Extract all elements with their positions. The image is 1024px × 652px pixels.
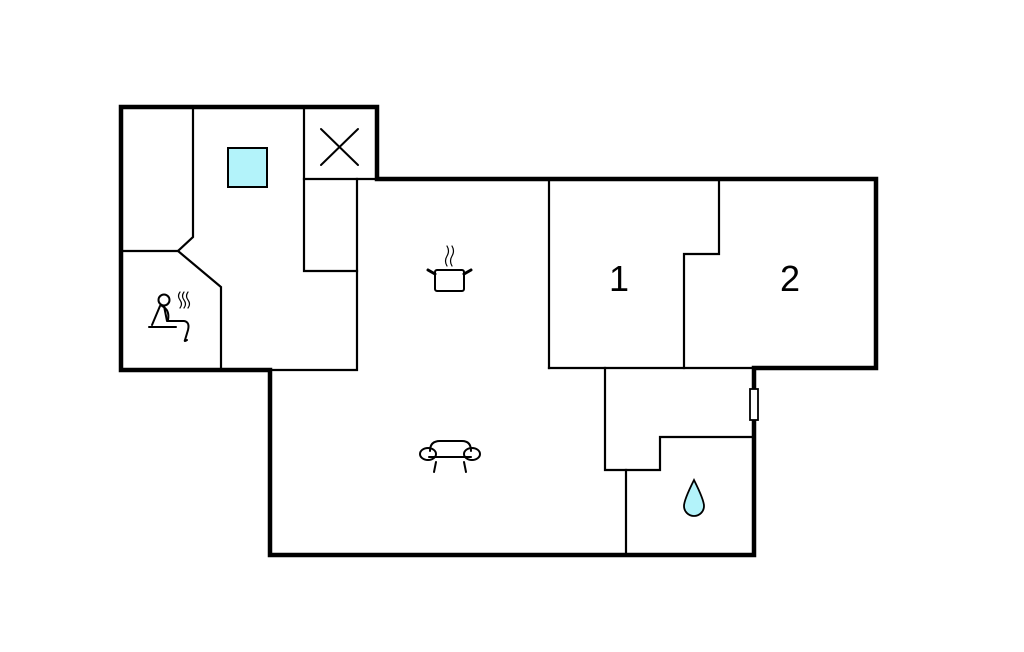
sauna-icon	[148, 291, 191, 342]
skylight-icon	[227, 147, 268, 188]
inner-walls	[119, 105, 756, 557]
sofa-icon	[419, 440, 481, 473]
room-label-2: 2	[780, 258, 800, 299]
window-icon	[749, 388, 759, 421]
void-x-icon	[320, 128, 359, 166]
water-drop-icon	[683, 477, 705, 517]
cooking-pot-icon	[426, 245, 473, 292]
outer-walls	[118, 104, 879, 558]
room-label-1: 1	[609, 258, 629, 299]
